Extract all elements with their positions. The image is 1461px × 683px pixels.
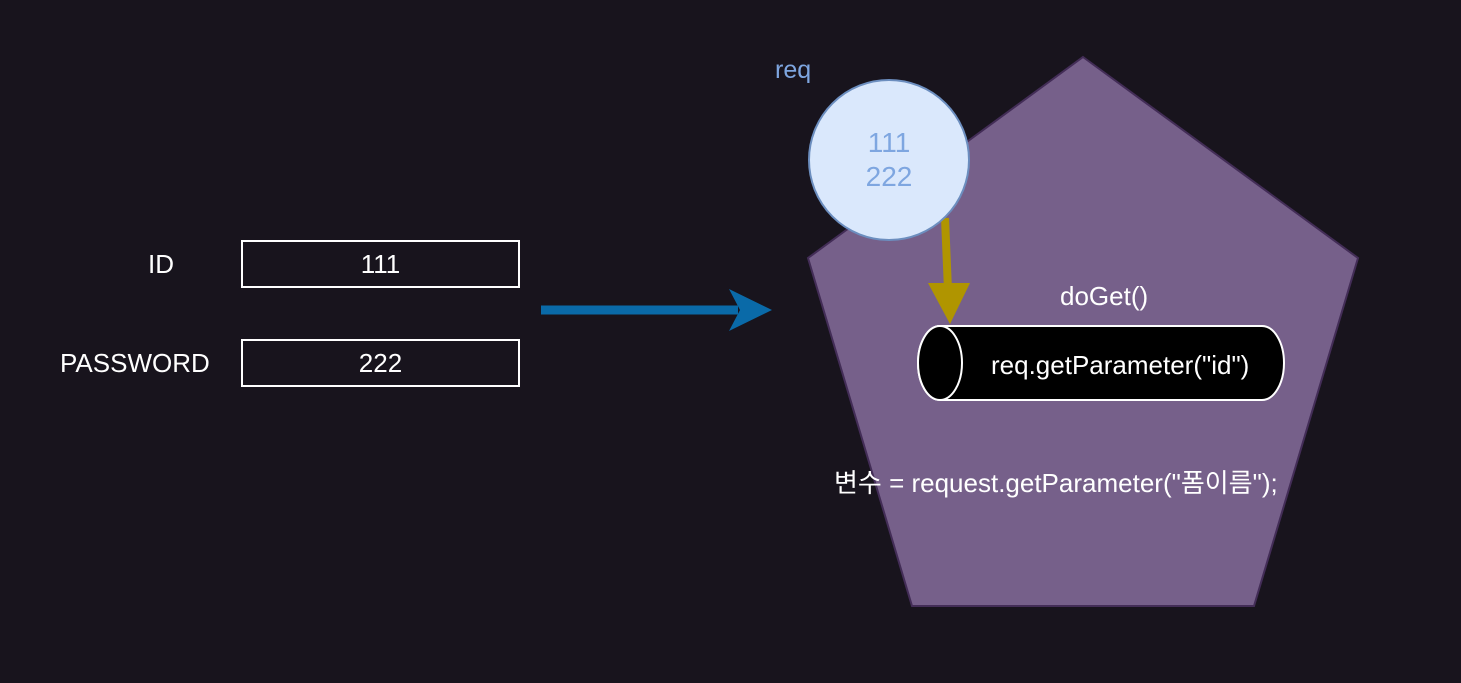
password-label: PASSWORD	[60, 348, 210, 378]
id-label: ID	[148, 249, 174, 279]
get-parameter-cylinder	[917, 325, 1285, 401]
request-value-1: 111	[868, 127, 911, 158]
submit-arrow	[541, 289, 772, 331]
id-field[interactable]: 111	[241, 240, 520, 288]
request-label: req	[775, 56, 812, 84]
password-field[interactable]: 222	[241, 339, 520, 387]
get-parameter-call: req.getParameter("id")	[991, 350, 1250, 380]
parameter-arrow	[928, 217, 970, 324]
do-get-label: doGet()	[1060, 281, 1149, 311]
request-circle	[808, 79, 970, 241]
request-value-2: 222	[866, 161, 913, 192]
get-parameter-syntax: 변수 = request.getParameter("폼이름");	[834, 468, 1278, 498]
